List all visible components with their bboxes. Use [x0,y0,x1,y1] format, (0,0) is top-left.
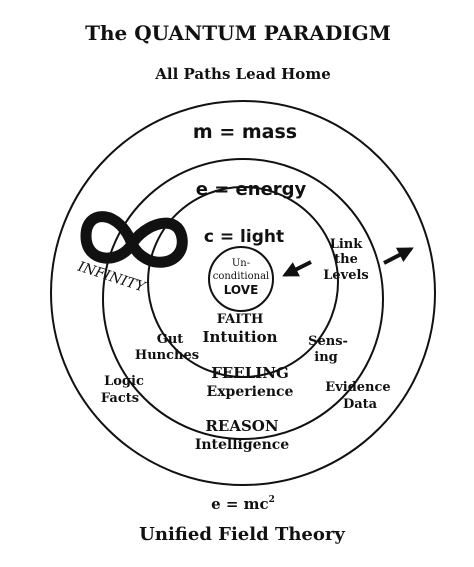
energy-label: e = energy [196,179,307,200]
feeling-line2: Experience [207,384,294,400]
evidence-line2: Data [343,397,378,412]
gut-line2: Hunches [135,348,199,363]
light-label: c = light [204,227,284,247]
infinity-icon [80,211,188,268]
equation: e = mc2 [211,495,275,513]
gut-line1: Gut [157,332,184,347]
footer-title: Unified Field Theory [139,524,345,545]
link-line3: Levels [323,268,369,283]
faith-line2: Intuition [203,328,278,346]
link-line1: Link [330,237,364,252]
reason-line2: Intelligence [195,437,289,453]
evidence-line1: Evidence [325,380,390,395]
mass-ring [50,100,436,486]
equation-exponent: 2 [269,495,275,505]
link-line2: the [334,252,358,267]
love-line3: LOVE [224,283,259,297]
love-line2: conditional [213,271,270,282]
logic-line2: Facts [101,391,139,406]
infinity-label: INFINITY [75,259,149,297]
light-ring [147,186,339,378]
sensing-line2: ing [314,350,337,365]
diagram-title: The QUANTUM PARADIGM [85,21,391,45]
outward-arrow [383,247,414,265]
logic-line1: Logic [104,374,144,389]
faith-line1: FAITH [217,312,264,327]
love-line1: Un- [232,258,250,269]
sensing-line1: Sens- [308,334,348,349]
reason-line1: REASON [205,417,278,435]
mass-label: m = mass [193,121,297,143]
energy-ring [102,158,384,440]
love-ring [208,246,274,312]
inward-arrow [282,260,312,277]
equation-base: e = mc [211,495,269,513]
diagram-subtitle: All Paths Lead Home [154,65,330,83]
feeling-line1: FEELING [211,364,289,382]
